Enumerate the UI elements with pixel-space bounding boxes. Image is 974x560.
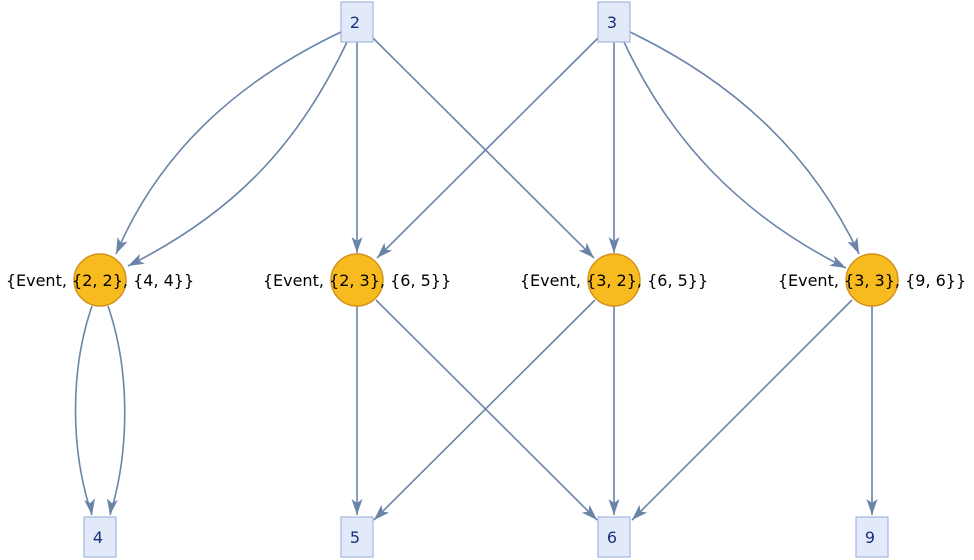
edge-line	[115, 31, 342, 255]
edge-line	[631, 299, 853, 521]
edge-t3-to-e23	[376, 37, 599, 259]
event-node-e23[interactable]: {Event, {2, 3}, {6, 5}}	[263, 253, 451, 307]
edge-line	[629, 31, 860, 255]
token-node-t6[interactable]: 6	[597, 516, 631, 558]
event-label: {Event, {3, 3}, {9, 6}}	[778, 271, 966, 290]
arrowhead-icon	[608, 237, 620, 253]
token-label: 9	[865, 528, 875, 547]
arrowhead-icon	[377, 242, 393, 258]
edge-t3-to-e33	[623, 41, 847, 269]
token-node-t3[interactable]: 3	[597, 1, 631, 43]
edge-line	[127, 41, 348, 267]
edge-t2-to-e32	[372, 37, 595, 259]
arrowhead-icon	[128, 253, 145, 266]
event-node-e32[interactable]: {Event, {3, 2}, {6, 5}}	[520, 253, 708, 307]
edge-e32-to-t5	[373, 299, 596, 521]
edge-line	[107, 305, 126, 516]
arrowhead-icon	[351, 237, 363, 253]
token-box	[597, 1, 631, 43]
token-box	[83, 516, 117, 558]
event-circle	[73, 253, 127, 307]
edge-t3-to-e32	[608, 42, 620, 253]
edge-line	[372, 37, 595, 259]
token-label: 2	[350, 13, 360, 32]
token-label: 5	[350, 528, 360, 547]
token-node-t5[interactable]: 5	[340, 516, 374, 558]
edge-e22-to-t4	[106, 305, 126, 516]
event-circle	[845, 253, 899, 307]
arrowhead-icon	[116, 237, 128, 254]
arrowhead-icon	[106, 498, 118, 515]
token-box	[340, 516, 374, 558]
event-label: {Event, {3, 2}, {6, 5}}	[520, 271, 708, 290]
edge-line	[375, 299, 598, 521]
edge-t2-to-e22	[115, 31, 342, 255]
edge-t3-to-e33	[629, 31, 860, 255]
event-label: {Event, {2, 2}, {4, 4}}	[6, 271, 194, 290]
edge-t2-to-e23	[351, 42, 363, 253]
event-node-e22[interactable]: {Event, {2, 2}, {4, 4}}	[6, 253, 194, 307]
token-label: 4	[93, 528, 103, 547]
edge-line	[623, 41, 847, 269]
nodes-layer: {Event, {2, 2}, {4, 4}} {Event, {2, 3}, {…	[6, 1, 966, 558]
event-label: {Event, {2, 3}, {6, 5}}	[263, 271, 451, 290]
arrowhead-icon	[374, 504, 390, 520]
arrowhead-icon	[632, 504, 648, 520]
arrowhead-icon	[608, 499, 620, 515]
event-node-e33[interactable]: {Event, {3, 3}, {9, 6}}	[778, 253, 966, 307]
arrowhead-icon	[866, 499, 878, 515]
arrowhead-icon	[581, 504, 597, 520]
arrowhead-icon	[351, 499, 363, 515]
edge-t2-to-e22	[127, 41, 348, 267]
token-node-t2[interactable]: 2	[340, 1, 374, 43]
arrowhead-icon	[847, 237, 859, 254]
event-circle	[330, 253, 384, 307]
edge-e22-to-t4	[74, 305, 96, 516]
edge-e33-to-t6	[631, 299, 853, 521]
arrowhead-icon	[84, 498, 96, 515]
event-circle	[587, 253, 641, 307]
token-box	[855, 516, 889, 558]
token-node-t4[interactable]: 4	[83, 516, 117, 558]
token-label: 6	[607, 528, 617, 547]
edge-e23-to-t6	[375, 299, 598, 521]
token-box	[340, 1, 374, 43]
edge-line	[376, 37, 599, 259]
edge-e33-to-t9	[866, 306, 878, 515]
arrowhead-icon	[578, 242, 594, 258]
arrowhead-icon	[829, 255, 846, 268]
edges-layer	[74, 31, 878, 521]
edge-line	[74, 305, 93, 516]
edge-e32-to-t6	[608, 306, 620, 515]
token-box	[597, 516, 631, 558]
token-node-t9[interactable]: 9	[855, 516, 889, 558]
edge-line	[373, 299, 596, 521]
token-label: 3	[607, 13, 617, 32]
edge-e23-to-t5	[351, 306, 363, 515]
